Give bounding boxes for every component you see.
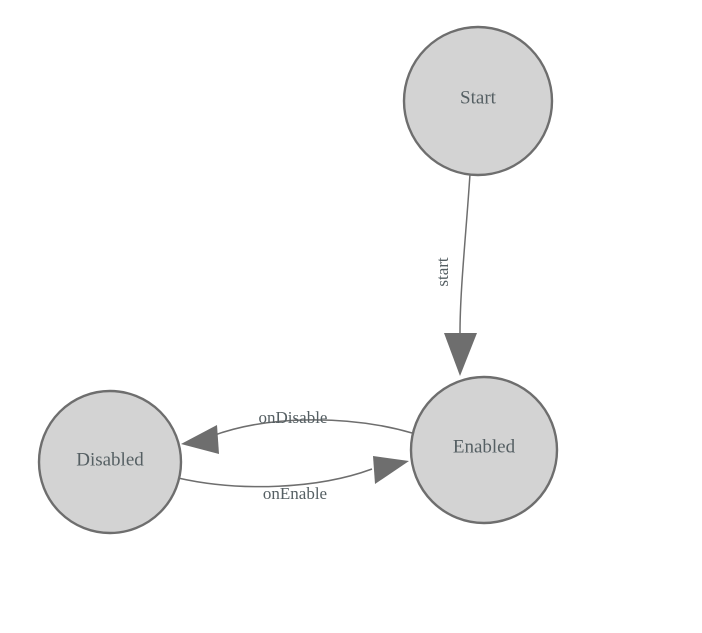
node-start-label: Start	[460, 87, 497, 108]
node-disabled[interactable]: Disabled	[37, 389, 183, 535]
node-disabled-circle	[37, 389, 183, 535]
node-enabled[interactable]: Enabled	[409, 375, 559, 525]
edge-disabled-to-enabled-line	[177, 468, 373, 488]
node-enabled-label: Enabled	[453, 436, 516, 457]
edge-label-onenable: onEnable	[263, 484, 327, 503]
edge-enabled-to-disabled-arrowhead	[181, 425, 219, 454]
edge-start-to-enabled-arrowhead	[444, 333, 477, 376]
edge-disabled-to-enabled-arrowhead	[373, 456, 409, 484]
edge-label-ondisable: onDisable	[259, 408, 328, 427]
edge-start-to-enabled[interactable]: start	[433, 173, 477, 376]
edge-enabled-to-disabled[interactable]: onDisable	[181, 408, 413, 454]
edge-label-start: start	[433, 257, 452, 287]
edge-enabled-to-disabled-line	[211, 419, 413, 437]
node-disabled-label: Disabled	[76, 449, 144, 470]
node-start-circle	[402, 25, 554, 177]
edge-start-to-enabled-line	[459, 173, 471, 334]
node-enabled-circle	[409, 375, 559, 525]
edge-disabled-to-enabled[interactable]: onEnable	[177, 456, 409, 503]
node-start[interactable]: Start	[402, 25, 554, 177]
